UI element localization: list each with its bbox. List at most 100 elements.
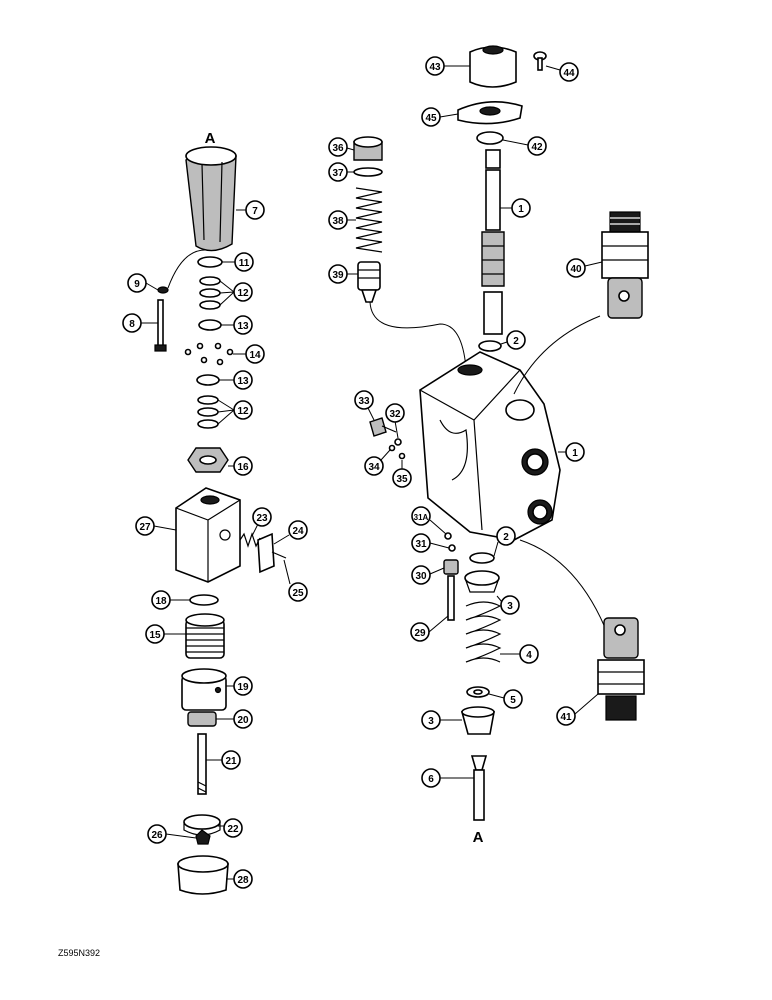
part-8-bolt (154, 299, 167, 352)
callout-label: 8 (129, 319, 135, 330)
callout-label: 42 (531, 142, 543, 153)
callout-label: 22 (227, 824, 239, 835)
part-14-balls (184, 342, 234, 366)
part-15-threaded-plug (185, 613, 225, 659)
callout-label: 2 (503, 532, 509, 543)
callout-label: 23 (256, 513, 268, 524)
part-20-ring (187, 711, 217, 727)
callout-label: 40 (570, 264, 582, 275)
part-26-nut (195, 829, 211, 845)
part-1-spool (481, 149, 505, 335)
callout-label: 34 (368, 462, 380, 473)
callout-bubble (245, 200, 265, 220)
part-43-cap (469, 45, 517, 88)
part-19-sleeve (181, 668, 227, 711)
callout-label: 41 (560, 712, 572, 723)
part-2-oring-bottom (469, 552, 495, 564)
part-29-bolt (447, 575, 455, 621)
part-2-oring-top (478, 340, 502, 352)
part-44-screw (533, 51, 547, 71)
section-letter-top: A (205, 130, 216, 147)
callout-label: 16 (237, 462, 249, 473)
part-28-cap (177, 855, 229, 895)
callout-label: 9 (134, 279, 140, 290)
part-32-washer (394, 438, 402, 446)
part-22-plate (257, 532, 275, 574)
part-18-oring (189, 594, 219, 606)
callout-label: 21 (225, 756, 237, 767)
part-31-ring (448, 544, 456, 552)
part-33-screw (369, 417, 397, 437)
callout-label: 28 (237, 875, 249, 886)
part-40-cartridge (601, 211, 649, 319)
part-3-cup-top (464, 570, 500, 593)
part-30-plug (443, 559, 459, 575)
part-37-oring (353, 167, 383, 177)
part-25-disc (183, 814, 221, 836)
callout-label: 27 (139, 522, 151, 533)
part-31a-ring (444, 532, 452, 540)
part-41-cartridge (597, 617, 645, 721)
right-assembly (353, 45, 649, 821)
parts-13-12-washers-lower (196, 374, 220, 429)
callout-label: 24 (292, 526, 304, 537)
callout-label: 7 (252, 206, 258, 217)
callout-label: 4 (526, 650, 532, 661)
part-3-cup-bottom (460, 706, 495, 735)
callout-label: 3 (507, 601, 513, 612)
callout-label: 3 (428, 716, 434, 727)
callout-label: 31A (414, 513, 429, 522)
callout-label: 6 (428, 774, 434, 785)
left-assembly (154, 146, 287, 895)
callout-label: 26 (151, 830, 163, 841)
callout-label: 11 (239, 258, 250, 269)
section-letter-bottom: A (473, 829, 484, 846)
callout-label: 12 (237, 288, 249, 299)
part-7-sleeve (185, 146, 237, 252)
callout-label: 35 (396, 474, 408, 485)
part-42-ring (476, 131, 504, 145)
part-1-valve-body (419, 351, 561, 541)
callout-label: 15 (149, 630, 161, 641)
part-27-body-block (175, 487, 241, 583)
callout-label: 1 (518, 204, 524, 215)
callout-label: 25 (292, 588, 304, 599)
callout-label: 13 (237, 321, 249, 332)
part-9-clip (157, 286, 169, 294)
callout-label: 33 (358, 396, 370, 407)
part-4-spring (465, 601, 502, 663)
part-38-spring (355, 187, 383, 253)
part-24-rod (197, 733, 207, 795)
callout-label: 29 (414, 628, 426, 639)
callout-label: 45 (425, 113, 437, 124)
callout-label: 19 (237, 682, 249, 693)
part-34-washer (398, 452, 406, 460)
callout-label: 30 (415, 571, 427, 582)
part-36-plug (353, 136, 383, 161)
callout-label: 2 (513, 336, 519, 347)
callout-label: 13 (237, 376, 249, 387)
part-23-screw (271, 551, 287, 559)
part-35-washer (388, 444, 396, 452)
callout-label: 38 (332, 216, 344, 227)
part-6-stem (470, 755, 488, 821)
part-39-poppet (357, 261, 381, 303)
callout-label: 39 (332, 270, 344, 281)
callout-label: 43 (429, 62, 441, 73)
callout-label: 20 (237, 715, 249, 726)
callout-label: 14 (249, 350, 261, 361)
parts-11-13-washers (197, 256, 223, 331)
callout-label: 31 (415, 539, 427, 550)
part-5-washer (466, 686, 490, 698)
callout-label: 1 (572, 448, 578, 459)
callout-label: 18 (155, 596, 167, 607)
callout-label: 5 (510, 695, 516, 706)
callout-label: 36 (332, 143, 344, 154)
part-45-flange (457, 101, 523, 125)
callout-label: 44 (563, 68, 575, 79)
callout-label: 32 (389, 409, 401, 420)
part-21-spring (239, 532, 261, 548)
callout-label: 37 (332, 168, 344, 179)
callouts: 7 11 12 13 14 13 12 16 9 8 (122, 56, 603, 889)
